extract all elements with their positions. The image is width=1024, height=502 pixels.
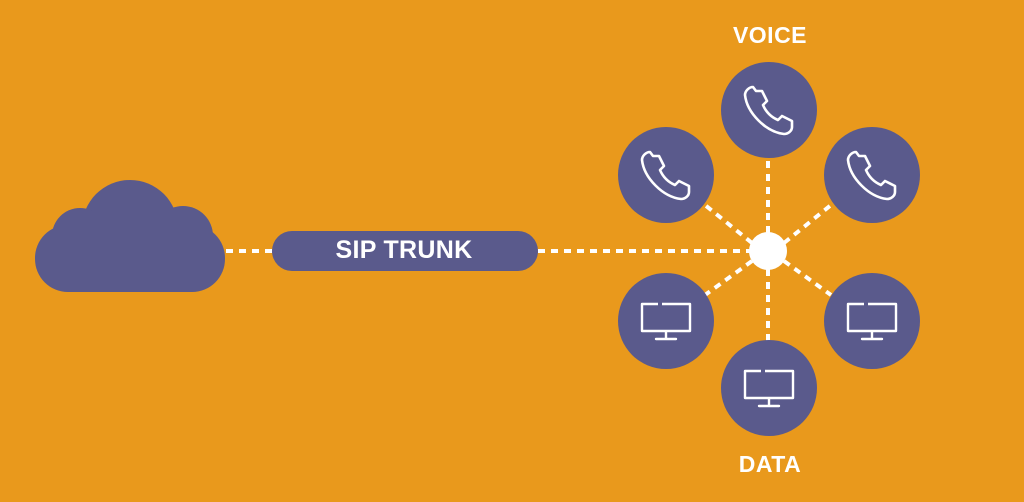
phone-node-left (618, 127, 714, 223)
phone-node-top (721, 62, 817, 158)
monitor-node-bottom (721, 340, 817, 436)
cloud-icon (35, 180, 225, 292)
data-label: DATA (738, 451, 802, 477)
connector-hub-phone-left (703, 203, 754, 245)
sip-trunk-pill (272, 231, 538, 271)
phone-node-right (824, 127, 920, 223)
monitor-node-left (618, 273, 714, 369)
hub-node (749, 232, 787, 270)
connector-hub-monitor-left (703, 259, 754, 297)
connector-hub-monitor-right (782, 259, 833, 297)
sip-trunk-label: SIP TRUNK (335, 236, 473, 264)
connector-hub-phone-right (782, 203, 833, 245)
connectors (226, 150, 833, 342)
monitor-node-right (824, 273, 920, 369)
voice-label: VOICE (732, 22, 808, 48)
